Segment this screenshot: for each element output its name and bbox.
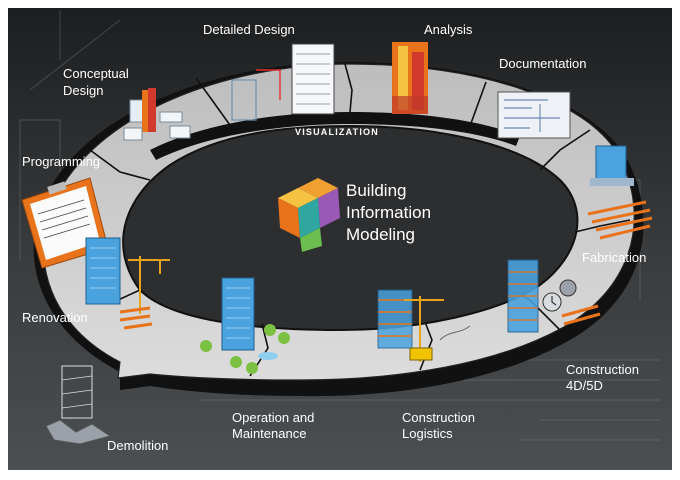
construction-4d5d-building — [507, 259, 601, 333]
label-conceptual-design-2: Design — [63, 83, 103, 98]
label-conceptual-design-1: Conceptual — [63, 66, 129, 81]
visualization-label: VISUALIZATION — [295, 127, 379, 137]
center-title-line-3: Modeling — [346, 225, 415, 244]
center-title-line-2: Information — [346, 203, 431, 222]
analysis-model — [392, 42, 428, 114]
label-renovation: Renovation — [22, 310, 88, 325]
label-analysis: Analysis — [424, 22, 473, 37]
operation-maintenance-building — [200, 277, 290, 374]
construction-logistics-site — [377, 289, 471, 362]
renovation-building — [85, 237, 170, 330]
label-construction-4d5d-1: Construction — [566, 362, 639, 377]
documentation-sheet — [497, 91, 571, 139]
label-fabrication: Fabrication — [582, 250, 646, 265]
label-construction-logistics-1: Construction — [402, 410, 475, 425]
center-title-line-1: Building — [346, 181, 407, 200]
label-construction-4d5d-2: 4D/5D — [566, 378, 603, 393]
conceptual-design-model — [123, 88, 191, 141]
fabrication-machine — [587, 145, 653, 240]
visualization-band — [150, 112, 520, 160]
label-construction-logistics-2: Logistics — [402, 426, 453, 441]
label-detailed-design: Detailed Design — [203, 22, 295, 37]
demolition-debris — [45, 365, 112, 445]
label-operation-maintenance-1: Operation and — [232, 410, 314, 425]
label-documentation: Documentation — [499, 56, 586, 71]
label-programming: Programming — [22, 154, 100, 169]
bim-cube-logo — [278, 178, 340, 252]
detailed-design-model — [231, 43, 335, 121]
label-demolition: Demolition — [107, 438, 168, 453]
label-operation-maintenance-2: Maintenance — [232, 426, 306, 441]
